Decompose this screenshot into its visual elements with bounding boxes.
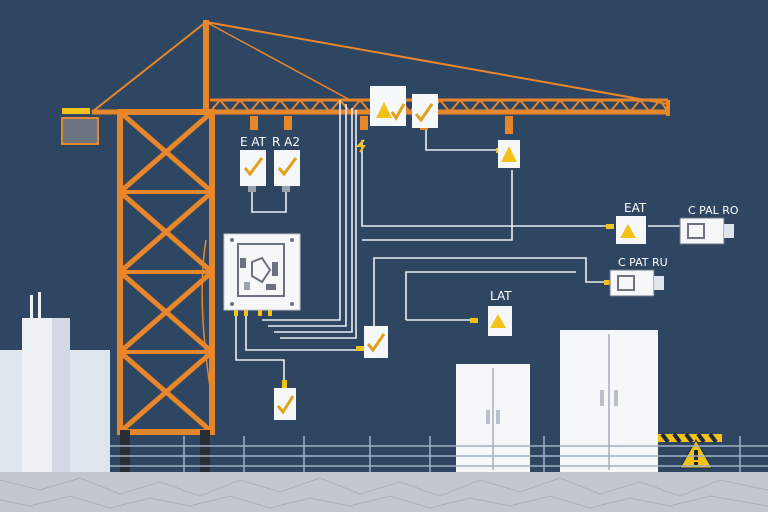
label-right-mid: C PAT RU [618,256,668,269]
cabinet-large [560,330,658,472]
check-icon [390,103,406,121]
label-left-box-b: R A2 [272,135,300,149]
lower-check-box-2 [274,388,296,420]
check-icon [277,157,298,177]
label-right-top: EAT [624,201,647,215]
check-icon [243,157,264,177]
crane-base-springs [120,430,210,472]
fence [110,436,768,472]
top-switch-box-2 [412,94,438,128]
lower-check-box-1 [364,326,388,358]
crane-tower [117,20,215,435]
meter-box-b: R A2 [272,135,300,192]
right-device-mid: C PAT RU [609,256,668,297]
lat-box: LAT [488,289,512,336]
counterweight [61,108,99,145]
left-buildings [0,292,110,472]
wiring [235,100,680,386]
label-left-box-a: E AT [240,135,267,149]
meter-box-a: E AT [240,135,267,192]
right-device-upper: C PAL RO [679,204,739,245]
check-icon [414,103,434,123]
cabinet-small [456,364,530,472]
right-top-box: EAT [616,201,647,244]
label-right-device: C PAL RO [688,204,739,217]
warning-icon [679,438,713,469]
ground [0,472,768,512]
hazard-barrier [658,432,722,444]
hanging-warning-box [498,140,520,168]
hook-cable [201,239,213,401]
check-icon [276,395,295,415]
top-switch-box-1 [370,86,406,126]
crane-jib [91,21,670,116]
label-center-lower: LAT [490,289,512,303]
main-control-panel [223,233,301,311]
lightning-icon [355,139,366,153]
check-icon [366,333,386,353]
